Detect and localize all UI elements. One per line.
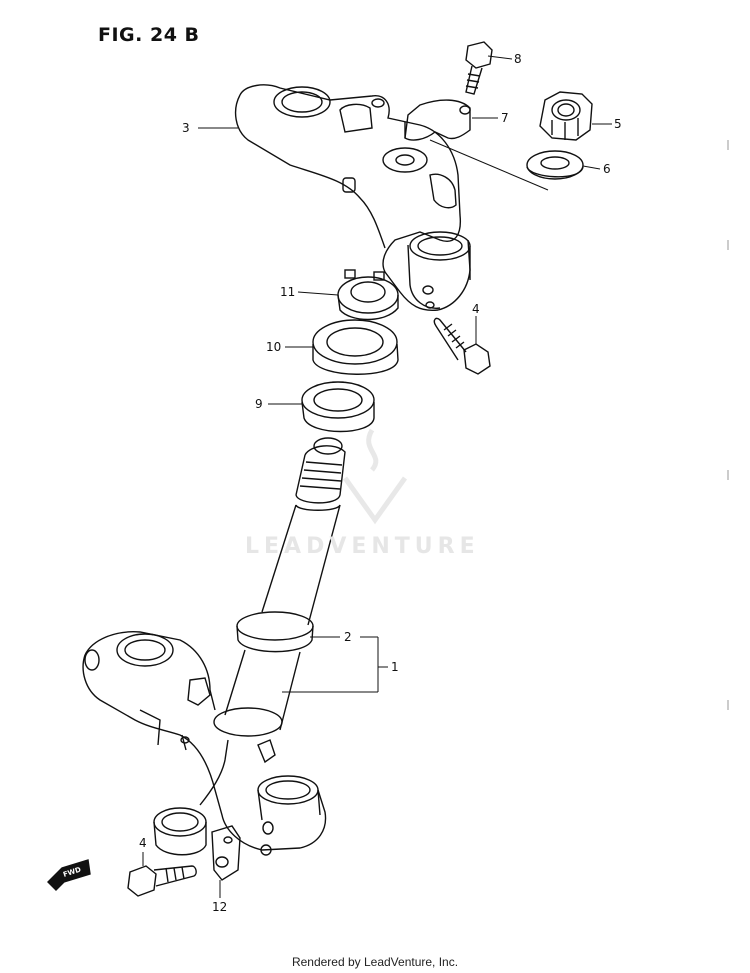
handlebar-holder-part-7[interactable] [404,99,471,141]
callout-10: 10 [266,340,282,354]
callout-6: 6 [603,162,611,176]
nut-part-5[interactable] [539,91,593,141]
callout-3: 3 [182,121,190,135]
collar-part-2[interactable] [236,611,314,653]
leadventure-logo-watermark [342,428,408,525]
dust-seal-part-10[interactable] [312,319,399,375]
bolt-part-8[interactable] [465,41,493,95]
bracket-plate-part-12[interactable] [211,825,241,881]
steering-stem-part-1[interactable] [261,437,346,626]
bolt-part-4-lower[interactable] [127,865,197,897]
callout-4-upper: 4 [472,302,480,316]
fwd-arrow-icon: FWD [47,859,91,891]
callout-1: 1 [391,660,399,674]
callout-4-lower: 4 [139,836,147,850]
lower-bracket[interactable] [82,631,327,856]
callout-9: 9 [255,397,263,411]
watermark-text: LEADVENTURE [245,534,480,559]
figure-title: FIG. 24 B [98,24,200,46]
footer-credit: Rendered by LeadVenture, Inc. [291,955,459,969]
callout-12: 12 [212,900,228,914]
lower-clamp[interactable] [153,807,207,856]
callout-11: 11 [280,285,296,299]
bearing-part-9[interactable] [301,381,375,433]
washer-part-6[interactable] [526,150,584,180]
callout-5: 5 [614,117,622,131]
callout-7: 7 [501,111,509,125]
callout-8: 8 [514,52,522,66]
bolt-part-4-upper[interactable] [433,317,491,375]
callout-2: 2 [344,630,352,644]
leader-lines [142,55,612,898]
upper-bracket-part-3[interactable] [234,84,471,312]
